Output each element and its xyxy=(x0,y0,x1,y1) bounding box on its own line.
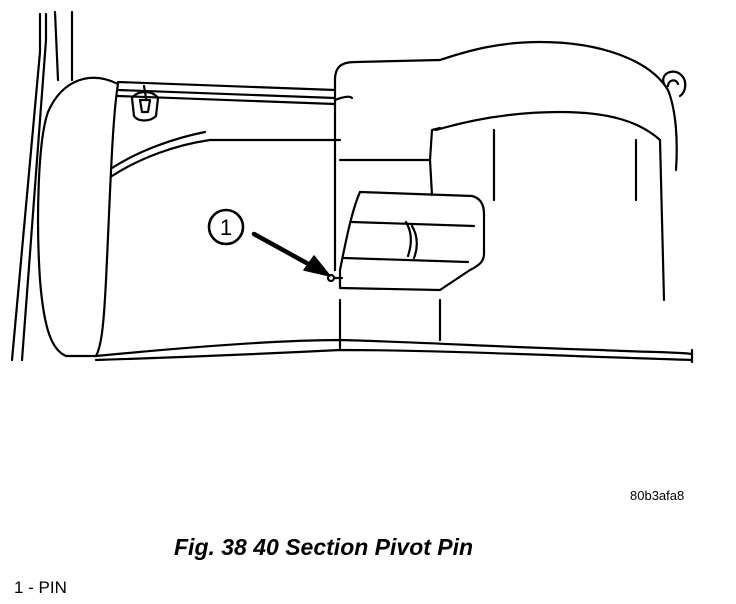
pivot-armrest xyxy=(338,190,486,292)
right-seat-back xyxy=(434,40,678,302)
door-pillar xyxy=(10,10,74,362)
image-code: 80b3afa8 xyxy=(630,488,685,503)
pivot-pin xyxy=(326,273,344,283)
callout-1: 1 xyxy=(207,208,245,246)
legend-item: 1 - PIN xyxy=(14,578,67,597)
seat-back-panel xyxy=(110,130,342,178)
center-section xyxy=(333,58,442,350)
seat-pivot-pin-illustration: 1 xyxy=(10,10,694,364)
right-belt-guide xyxy=(662,70,687,98)
left-seat-back-bolster xyxy=(36,76,120,358)
figure-caption: Fig. 38 40 Section Pivot Pin xyxy=(174,534,474,560)
seat-top-rail xyxy=(116,80,337,106)
callout-arrow xyxy=(251,231,331,277)
seat-latch xyxy=(130,84,160,122)
seat-cushion-edge xyxy=(94,338,694,364)
callout-number: 1 xyxy=(220,215,232,240)
